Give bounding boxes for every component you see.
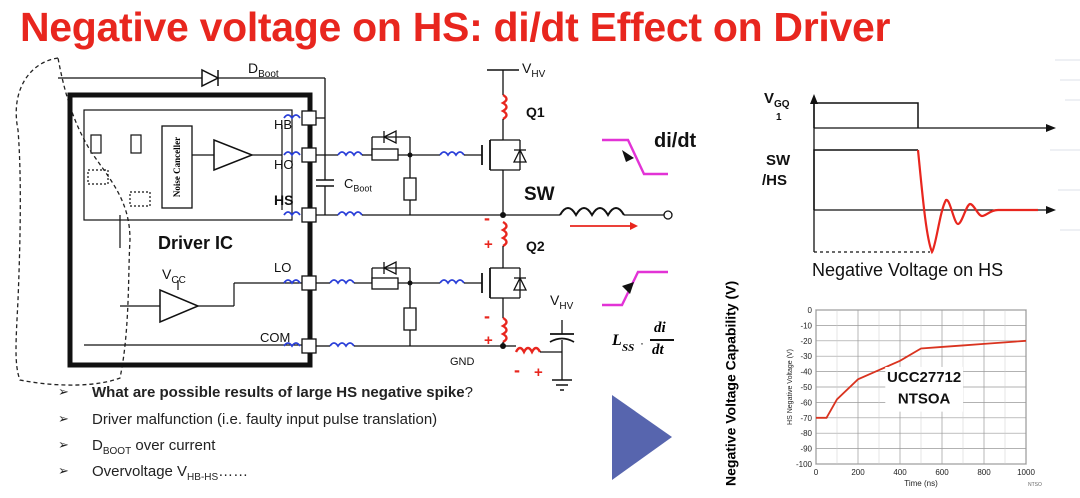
- vcc-label: VCC: [162, 266, 186, 286]
- pin-ho: HO: [274, 157, 294, 172]
- bullet-arrow-icon: ➢: [58, 411, 69, 426]
- chart-ytick-label: -100: [796, 460, 813, 469]
- polarity-plus-1: +: [484, 236, 493, 253]
- polarity-plus-3: +: [534, 364, 543, 381]
- bullet-arrow-icon: ➢: [58, 437, 69, 452]
- vhv-top-label: VHV: [522, 60, 546, 80]
- bullet-arrow-icon: ➢: [58, 463, 69, 478]
- chart-ytick-label: -70: [800, 414, 812, 423]
- driver-ic-label: Driver IC: [158, 233, 234, 253]
- sw-label: SW: [524, 184, 555, 205]
- waveform-caption: Negative Voltage on HS: [812, 260, 1004, 280]
- hs-ringing-waveform: [916, 149, 1038, 255]
- driver-ic-box: [67, 92, 313, 368]
- chart-inner-ylabel: HS Negative Voltage (V): [787, 349, 794, 425]
- cboot-label: CBoot: [344, 176, 372, 194]
- chart-xlabel: Time (ns): [904, 479, 938, 488]
- vgq-label: VGQ: [764, 90, 790, 110]
- q2-label: Q2: [526, 238, 545, 254]
- chart-xtick-label: 0: [814, 468, 819, 477]
- output-terminal: [663, 210, 673, 220]
- hs-waveform-label: /HS: [762, 172, 788, 189]
- chart-annotation-line2: NTSOA: [898, 390, 951, 407]
- chart-ytick-label: -60: [800, 398, 812, 407]
- page-title: Negative voltage on HS: di/dt Effect on …: [20, 4, 891, 50]
- pin-com: COM: [260, 330, 291, 345]
- controller-outline: [15, 57, 131, 386]
- chart-xtick-label: 800: [977, 468, 991, 477]
- chart-series-line: [816, 339, 1027, 419]
- sw-waveform-label: SW: [766, 152, 791, 169]
- chart-ytick-label: 0: [808, 306, 813, 315]
- chart-annotation-box: [885, 366, 963, 412]
- chart-ytick-label: -50: [800, 383, 812, 392]
- chart-ytick-label: -20: [800, 337, 812, 346]
- chart-xtick-label: 200: [851, 468, 865, 477]
- polarity-minus-2: -: [484, 306, 490, 326]
- didt-pulse-top: [602, 138, 668, 176]
- lss-formula: L SS · di dt: [612, 320, 692, 364]
- chart-annotation-line1: UCC27712: [887, 369, 961, 386]
- bullet-arrow-icon: ➢: [58, 384, 69, 399]
- vgq-waveform: [813, 102, 919, 128]
- didt-label: di/dt: [654, 130, 697, 152]
- chart-xtick-label: 400: [893, 468, 907, 477]
- polarity-plus-2: +: [484, 332, 493, 349]
- pin-lo: LO: [274, 260, 292, 275]
- dboot-diode: [201, 68, 220, 88]
- transition-arrow: [612, 395, 672, 480]
- pin-hb: HB: [274, 117, 293, 132]
- pin-hs: HS: [274, 192, 294, 208]
- q1-label: Q1: [526, 104, 545, 120]
- output-inductor: [559, 207, 625, 218]
- chart-xtick-label: 1000: [1017, 468, 1035, 477]
- chart-ytick-label: -90: [800, 445, 812, 454]
- chart-xtick-label: 600: [935, 468, 949, 477]
- gnd-label: GND: [450, 356, 475, 368]
- noise-canceller-box: [161, 125, 193, 209]
- polarity-minus-3: -: [514, 360, 520, 380]
- chart-ytick-label: -40: [800, 368, 812, 377]
- chart-ytick-label: -80: [800, 429, 812, 438]
- dboot-label: DBoot: [248, 60, 279, 80]
- chart-ytick-label: -30: [800, 352, 812, 361]
- vgq-subscript-one: 1: [776, 112, 782, 123]
- polarity-minus-1: -: [484, 208, 490, 228]
- vhv-bottom-label: VHV: [550, 292, 574, 312]
- chart-corner-note: NTSO: [1028, 482, 1042, 488]
- chart-ytick-label: -10: [800, 321, 812, 330]
